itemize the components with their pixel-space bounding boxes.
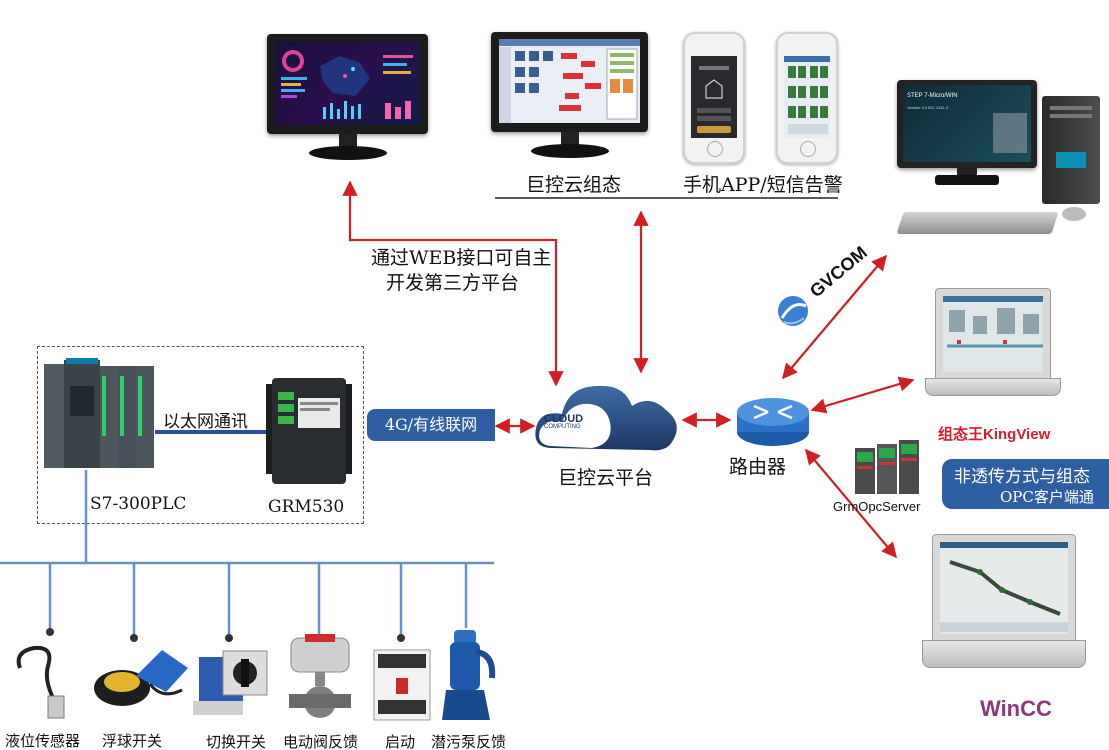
- selector-switch-icon: [193, 650, 268, 715]
- s7-300-plc-icon: [44, 358, 154, 468]
- cloud-text: CLOUD COMPUTING: [544, 413, 583, 430]
- device-label-selector-switch: 切换开关: [206, 733, 267, 750]
- kingview-laptop: [925, 288, 1061, 400]
- device-label-pump-feedback: 潜污泵反馈: [431, 733, 507, 750]
- step7-version: Version 4.0 IEC 1131-3: [907, 105, 949, 110]
- kingview-logo: 组态王KingView: [938, 423, 1050, 444]
- device-label-level-sensor: 液位传感器: [5, 732, 81, 750]
- cloud-platform-label: 巨控云平台: [558, 467, 654, 489]
- step7-desktop-monitor: STEP 7-Micro/WIN Version 4.0 IEC 1131-3: [897, 80, 1037, 195]
- opc-server-label: GrmOpcServer: [833, 499, 921, 514]
- gateway-label: GRM530: [268, 497, 345, 517]
- plc-gateway-enclosure: [37, 346, 364, 524]
- kingview-arrow: [810, 376, 915, 414]
- sewage-pump-icon: [442, 630, 496, 720]
- pc-tower: [1042, 96, 1100, 204]
- opc-server-icon: [855, 440, 919, 494]
- cloud-scada-monitor: [491, 32, 648, 160]
- device-label-start: 启动: [385, 733, 416, 750]
- contactor-icon: [373, 649, 431, 721]
- level-sensor-icon: [16, 645, 65, 719]
- kingview-screen: [943, 296, 1043, 348]
- opc-note-box: 非透传方式与组态 OPC客户端通: [942, 459, 1109, 509]
- mobile-alarm-label: 手机APP/短信告警: [683, 174, 843, 196]
- mobile-app-phone: [683, 32, 745, 164]
- gvcom-icon: [778, 296, 808, 326]
- step7-title: STEP 7-Micro/WIN: [907, 93, 958, 99]
- network-tag: 4G/有线联网: [367, 409, 495, 441]
- device-label-valve-feedback: 电动阀反馈: [283, 733, 359, 750]
- keyboard: [896, 212, 1059, 234]
- wincc-screen: [940, 542, 1068, 632]
- sms-alarm-phone: [776, 32, 838, 164]
- device-label-float-switch: 浮球开关: [102, 732, 163, 750]
- plc-label: S7-300PLC: [90, 494, 187, 514]
- wincc-arrow: [805, 448, 897, 559]
- opc-note-line2: OPC客户端通: [1000, 488, 1094, 506]
- cloud-config-label: 巨控云组态: [526, 174, 622, 196]
- gvcom-arrow: [782, 254, 887, 380]
- web-interface-label-1: 通过WEB接口可自主: [371, 247, 552, 269]
- router-label: 路由器: [729, 456, 787, 478]
- opc-note-line1: 非透传方式与组态: [954, 467, 1090, 487]
- cloud-text-sub: COMPUTING: [544, 424, 581, 430]
- float-switch-icon: [94, 650, 188, 706]
- router-icon: [737, 398, 809, 446]
- dashboard-screen: [281, 50, 413, 119]
- kingview-logo-text: 组态王KingView: [938, 426, 1051, 443]
- web-interface-label-2: 开发第三方平台: [386, 272, 520, 294]
- cloud-text-main: CLOUD: [544, 413, 584, 425]
- mouse: [1062, 207, 1086, 221]
- grm530-gateway-icon: [266, 378, 352, 484]
- dashboard-monitor: [267, 34, 428, 162]
- cloud-icon: [535, 385, 677, 451]
- ethernet-label: 以太网通讯: [163, 412, 248, 432]
- motorized-valve-icon: [289, 634, 351, 718]
- web-interface-arrow: [342, 180, 564, 387]
- wincc-logo: WinCC: [980, 696, 1052, 721]
- scada-screen: [499, 39, 640, 123]
- wincc-laptop: [922, 534, 1086, 674]
- device-drops: [46, 563, 468, 642]
